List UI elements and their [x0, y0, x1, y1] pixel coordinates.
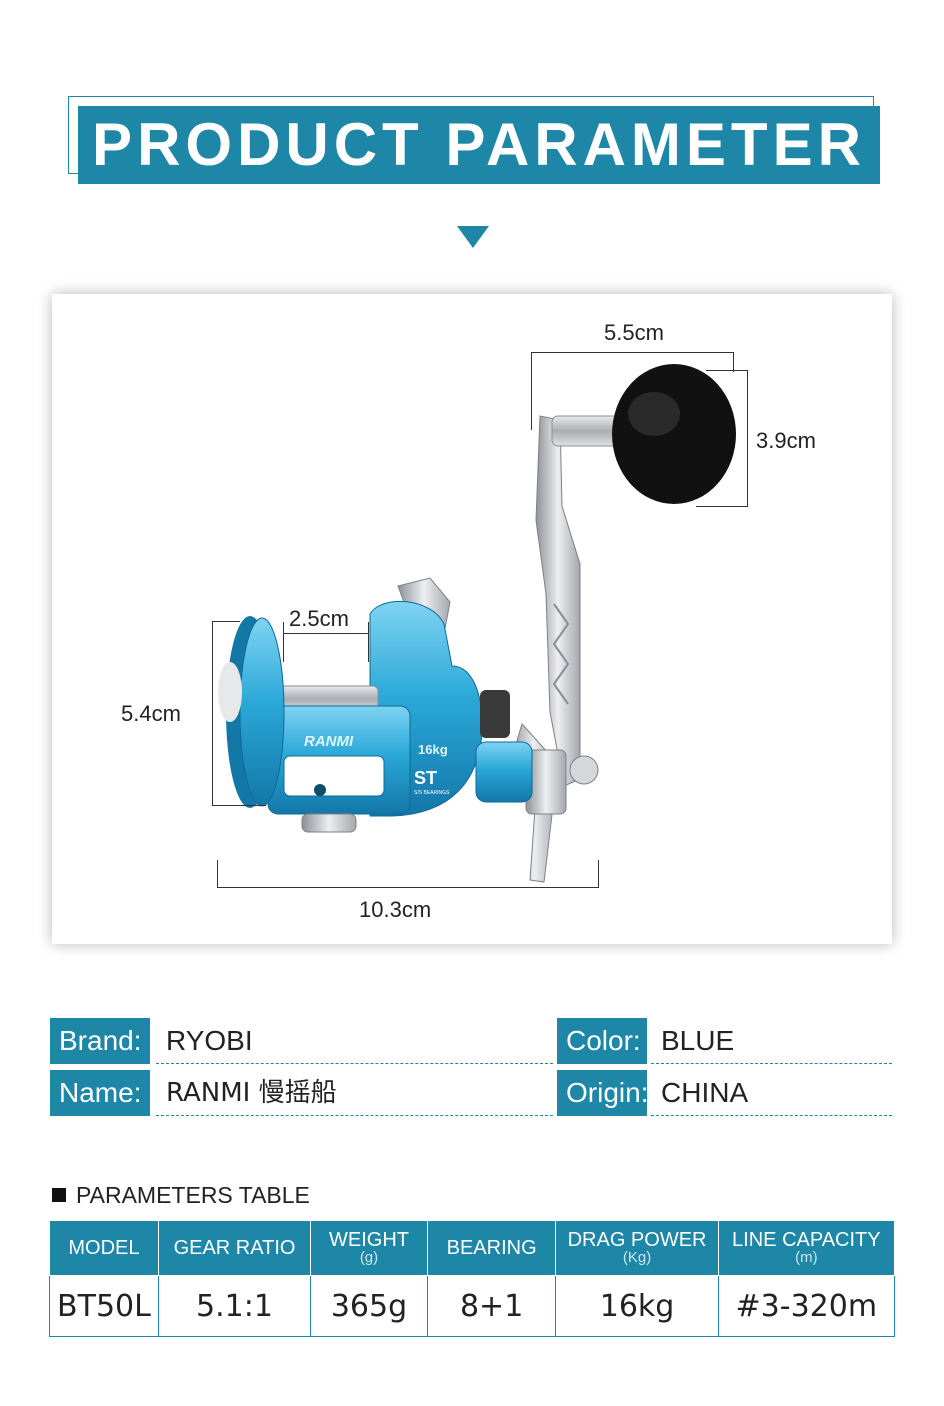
header-banner — [78, 106, 880, 184]
dim-tick — [212, 621, 240, 622]
dim-tick — [733, 352, 734, 372]
dim-line-length — [217, 887, 599, 888]
dim-line-knob — [747, 370, 748, 507]
origin-value: CHINA — [651, 1070, 892, 1116]
table-cell-line-capacity: #3-320m — [717, 1275, 896, 1337]
origin-label: Origin: — [557, 1070, 648, 1116]
parameters-table-title-text: PARAMETERS TABLE — [76, 1182, 310, 1208]
square-bullet-icon — [52, 1188, 66, 1202]
dim-body-length: 10.3cm — [359, 897, 432, 922]
color-value: BLUE — [651, 1018, 892, 1064]
table-cell-gear-ratio: 5.1:1 — [157, 1275, 312, 1337]
table-cell-drag-power: 16kg — [555, 1275, 719, 1337]
table-header-row: MODEL GEAR RATIO WEIGHT(g) BEARING DRAG … — [49, 1220, 896, 1276]
dim-tick — [531, 352, 532, 430]
reel-badge-sub: S/S BEARINGS — [414, 790, 450, 796]
fishing-reel-illustration: RANMI 16kg ST S/S BEARINGS — [218, 364, 736, 883]
color-label: Color: — [557, 1018, 647, 1064]
name-label: Name: — [50, 1070, 150, 1116]
dim-body-height: 5.4cm — [121, 701, 181, 726]
dim-tick — [696, 506, 748, 507]
table-cell-bearing: 8+1 — [426, 1275, 557, 1337]
parameters-table: MODEL GEAR RATIO WEIGHT(g) BEARING DRAG … — [49, 1220, 896, 1337]
dim-tick — [217, 860, 218, 888]
dim-line-handle — [531, 352, 733, 353]
dim-tick — [368, 622, 369, 662]
name-value: RANMI 慢摇船 — [156, 1070, 553, 1116]
dim-spool-width: 2.5cm — [289, 606, 349, 631]
table-header-cell: LINE CAPACITY(m) — [717, 1220, 896, 1276]
reel-drag-text: 16kg — [418, 742, 448, 757]
table-header-cell: GEAR RATIO — [157, 1220, 312, 1276]
page-title: PRODUCT PARAMETER — [92, 111, 866, 178]
dim-tick — [706, 370, 748, 371]
table-header-cell: BEARING — [426, 1220, 557, 1276]
dim-line-spool — [283, 633, 369, 634]
table-header-cell: MODEL — [49, 1220, 159, 1276]
dim-line-body — [212, 621, 213, 806]
parameters-table-title: PARAMETERS TABLE — [52, 1182, 310, 1209]
dim-tick — [283, 622, 284, 662]
table-cell-weight: 365g — [310, 1275, 428, 1337]
down-arrow-icon — [457, 226, 489, 248]
dim-tick — [598, 860, 599, 888]
table-header-cell: WEIGHT(g) — [310, 1220, 428, 1276]
dim-tick — [212, 805, 266, 806]
table-header-cell: DRAG POWER(Kg) — [555, 1220, 719, 1276]
table-row: BT50L 5.1:1 365g 8+1 16kg #3-320m — [49, 1275, 896, 1337]
reel-badge-text: ST — [414, 768, 437, 788]
dim-handle-length: 5.5cm — [604, 320, 664, 345]
table-cell-model: BT50L — [49, 1275, 159, 1337]
dim-knob-height: 3.9cm — [756, 428, 816, 453]
brand-label: Brand: — [50, 1018, 150, 1064]
reel-logo-text: RANMI — [304, 733, 354, 750]
product-image-panel: RANMI 16kg ST S/S BEARINGS — [52, 294, 892, 944]
brand-value: RYOBI — [156, 1018, 553, 1064]
